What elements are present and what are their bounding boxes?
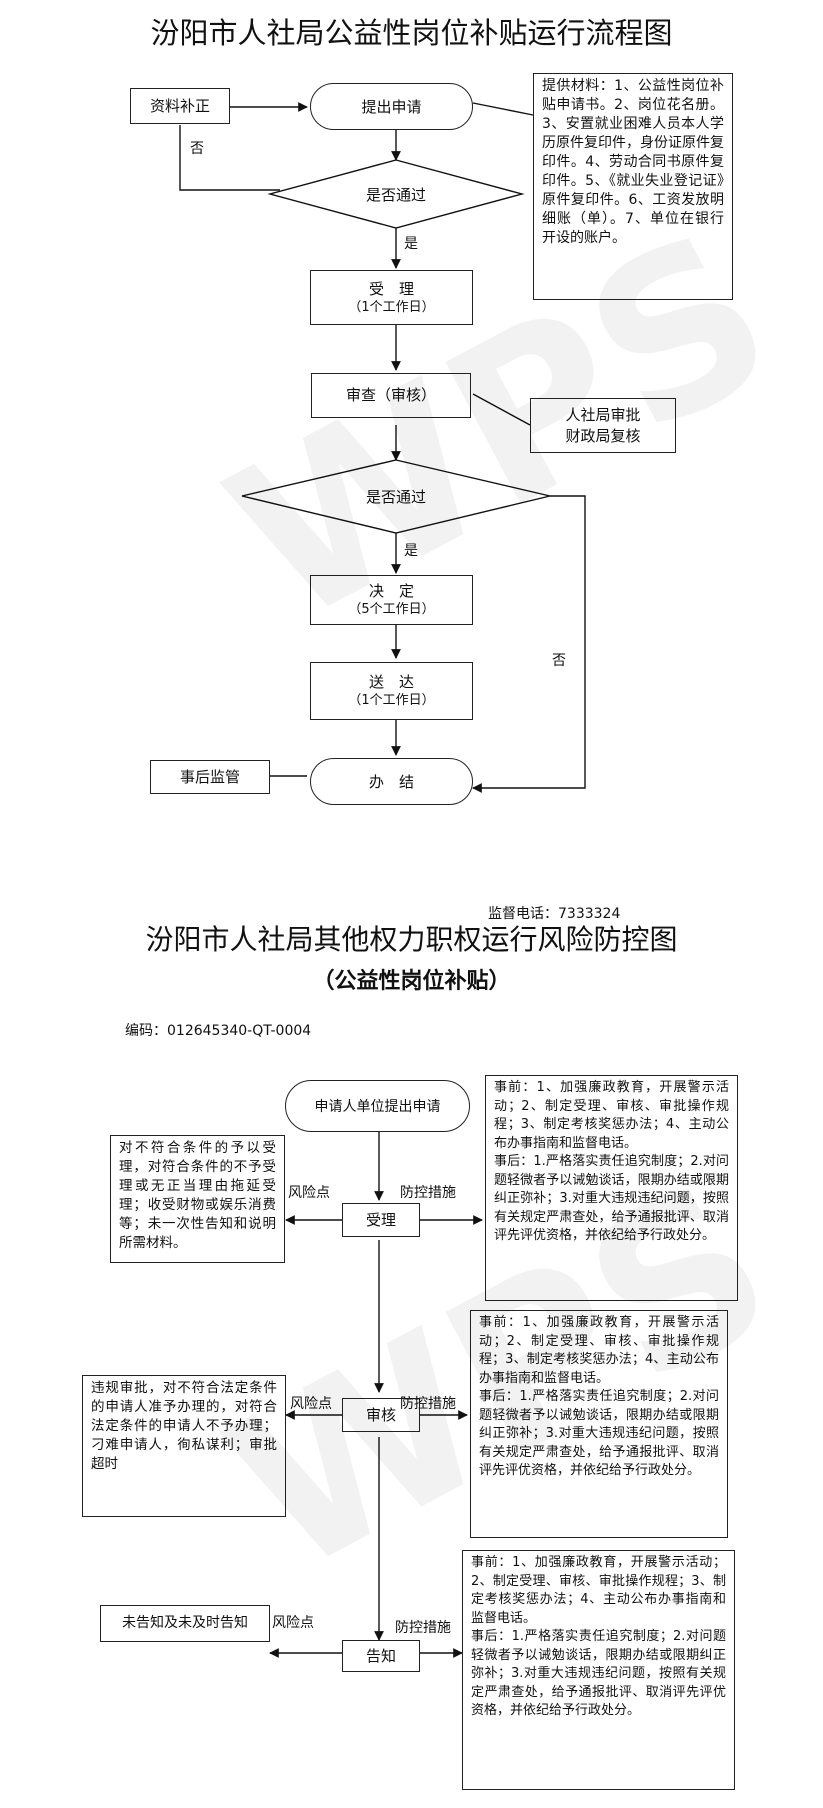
step-notify-risk-label: 风险点 (272, 1615, 314, 1631)
accept-label: 受 理 (368, 279, 414, 298)
review-box: 审查（审核） (311, 373, 471, 418)
line-reject-to-finish (472, 495, 586, 793)
line-reject-to-supplement (179, 125, 280, 191)
review-note-line-1: 人社局审批 (565, 406, 641, 425)
decision1-diamond: 是否通过 (365, 185, 426, 204)
risk-subtitle: （公益性岗位补贴） (312, 969, 511, 994)
yes-label-1: 是 (404, 236, 418, 252)
finish-node: 办 结 (310, 758, 473, 805)
step-notify-control: 事前：1、加强廉政教育，开展警示活动；2、制定受理、审核、审批操作规程；3、制定… (462, 1550, 735, 1790)
decision2-diamond-shape (241, 459, 551, 534)
deliver-box: 送 达 （1个工作日） (310, 662, 473, 720)
deliver-days: （1个工作日） (348, 693, 435, 709)
callout-review-note (472, 393, 531, 426)
callout-apply-materials (472, 102, 534, 116)
step-audit-risk-label: 风险点 (290, 1396, 332, 1412)
step-accept-box: 受理 (342, 1203, 420, 1237)
step-audit-control-label: 防控措施 (400, 1396, 456, 1412)
step-accept-control: 事前：1、加强廉政教育，开展警示活动；2、制定受理、审核、审批操作规程；3、制定… (485, 1075, 738, 1301)
review-note: 人社局审批 财政局复核 (530, 398, 676, 453)
step-audit-risk: 违规审批，对不符合法定条件的申请人准予办理的，对符合法定条件的申请人不予办理；刁… (82, 1375, 286, 1517)
decide-box: 决 定 （5个工作日） (310, 575, 473, 625)
no-label-2: 否 (552, 653, 566, 669)
flow-title: 汾阳市人社局公益性岗位补贴运行流程图 (150, 16, 673, 50)
no-label-1: 否 (190, 141, 204, 157)
materials-note: 提供材料：1、公益性岗位补贴申请书。2、岗位花名册。3、安置就业困难人员本人学历… (533, 73, 733, 300)
step-accept-risk-label: 风险点 (288, 1185, 330, 1201)
step-audit-control: 事前：1、加强廉政教育，开展警示活动；2、制定受理、审核、审批操作规程；3、制定… (470, 1310, 728, 1538)
accept-days: （1个工作日） (348, 299, 435, 315)
decide-days: （5个工作日） (348, 602, 435, 618)
supervision-phone: 监督电话：7333324 (488, 906, 621, 922)
supervise-box: 事后监管 (150, 760, 270, 794)
review-note-line-2: 财政局复核 (565, 426, 641, 445)
supplement-box: 资料补正 (130, 88, 230, 124)
step-accept-risk: 对不符合条件的予以受理，对符合条件的不予受理或无正当理由拖延受理；收受财物或娱乐… (110, 1135, 285, 1263)
apply-node: 提出申请 (310, 83, 473, 130)
step-notify-risk: 未告知及未及时告知 (100, 1605, 270, 1642)
start-node: 申请人单位提出申请 (285, 1080, 470, 1132)
deliver-label: 送 达 (368, 673, 414, 692)
decide-label: 决 定 (368, 582, 414, 601)
risk-code: 编码：012645340-QT-0004 (125, 1023, 312, 1039)
decision2-diamond: 是否通过 (365, 488, 426, 506)
decision1-diamond-shape (267, 159, 525, 229)
step-notify-control-label: 防控措施 (395, 1620, 451, 1636)
step-audit-box: 审核 (342, 1398, 420, 1432)
step-accept-control-label: 防控措施 (400, 1185, 456, 1201)
accept-box: 受 理 （1个工作日） (310, 270, 473, 325)
yes-label-2: 是 (404, 543, 418, 559)
risk-title: 汾阳市人社局其他权力职权运行风险防控图 (145, 923, 678, 956)
step-notify-box: 告知 (342, 1640, 420, 1672)
